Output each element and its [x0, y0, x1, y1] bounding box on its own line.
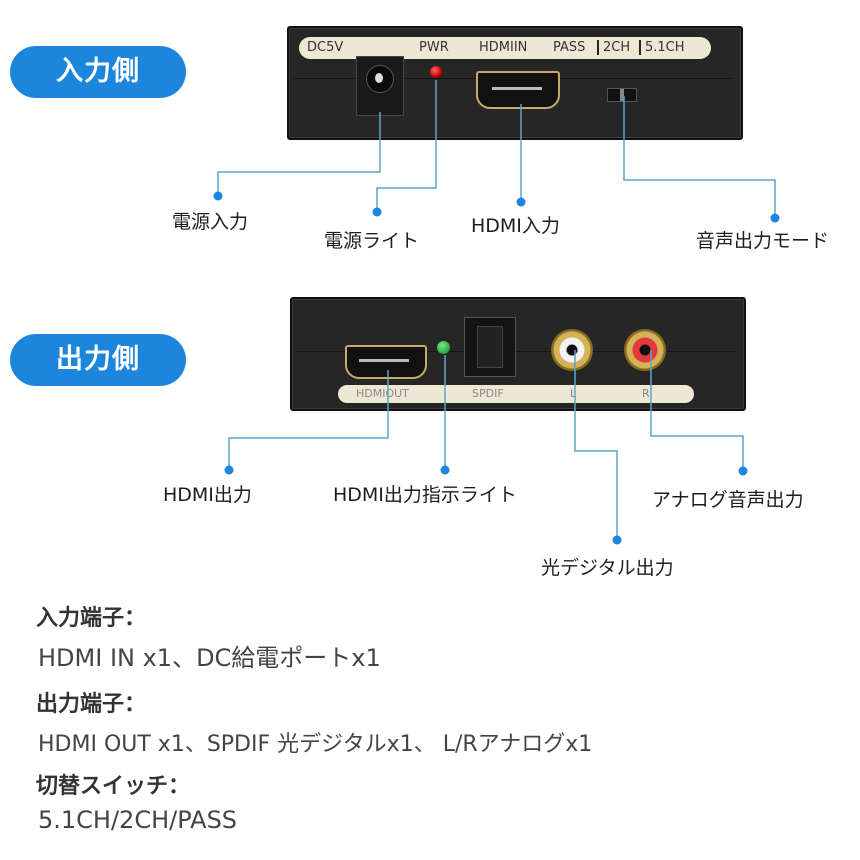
callout-audio-mode: 音声出力モード	[696, 230, 830, 252]
hdmi-out-port-icon	[345, 345, 427, 379]
callout-dot	[612, 535, 622, 545]
callout-dot	[770, 213, 780, 223]
spec-output-title: 出力端子：	[36, 692, 147, 717]
callout-dot	[440, 465, 450, 475]
label-r: R	[642, 387, 650, 400]
callout-optical-output: 光デジタル出力	[541, 557, 674, 579]
spec-input-text: HDMI IN x1、DC給電ポートx1	[38, 644, 381, 672]
callout-power-light: 電源ライト	[324, 230, 420, 252]
callout-dot	[738, 466, 748, 476]
mode-switch-icon	[607, 88, 637, 102]
inner-panel-divider	[296, 351, 736, 352]
label-hdmiin: HDMIIN	[479, 40, 528, 55]
pwr-led-icon	[430, 66, 442, 78]
hdmi-in-port-icon	[476, 71, 560, 109]
spec-switch-text: 5.1CH/2CH/PASS	[38, 806, 238, 834]
callout-hdmi-input: HDMI入力	[471, 215, 560, 237]
dc-jack-icon	[356, 56, 404, 116]
label-spdif: SPDIF	[472, 387, 504, 400]
callout-dot	[213, 191, 223, 201]
label-hdmiout: HDMIOUT	[356, 387, 409, 400]
label-2ch: 2CH	[597, 40, 630, 55]
callout-dot	[516, 197, 526, 207]
rca-right-port-icon	[624, 329, 666, 371]
callout-hdmi-output: HDMI出力	[163, 484, 252, 506]
input-panel-device: DC5V PWR HDMIIN PASS 2CH 5.1CH	[287, 26, 743, 140]
callout-dot	[372, 207, 382, 217]
callout-dc-input: 電源入力	[172, 211, 249, 233]
label-dc5v: DC5V	[307, 40, 344, 55]
spec-switch-title: 切替スイッチ：	[36, 774, 191, 799]
label-51ch: 5.1CH	[639, 40, 685, 55]
spdif-port-icon	[464, 317, 516, 377]
spec-output-text: HDMI OUT x1、SPDIF 光デジタルx1、 L/Rアナログx1	[38, 732, 593, 757]
label-l: L	[570, 387, 577, 400]
rca-left-port-icon	[551, 329, 593, 371]
callout-analog-audio: アナログ音声出力	[652, 489, 804, 511]
input-side-badge: 入力側	[10, 46, 186, 98]
output-side-badge: 出力側	[10, 334, 186, 386]
callout-dot	[224, 465, 234, 475]
output-panel-device: HDMIOUT SPDIF L R	[290, 297, 746, 411]
hdmi-led-icon	[437, 341, 450, 354]
label-pwr: PWR	[419, 40, 449, 55]
spec-input-title: 入力端子：	[36, 606, 147, 631]
label-pass: PASS	[553, 40, 586, 55]
callout-hdmi-output-light: HDMI出力指示ライト	[333, 484, 517, 506]
input-panel-label-strip	[299, 37, 711, 59]
